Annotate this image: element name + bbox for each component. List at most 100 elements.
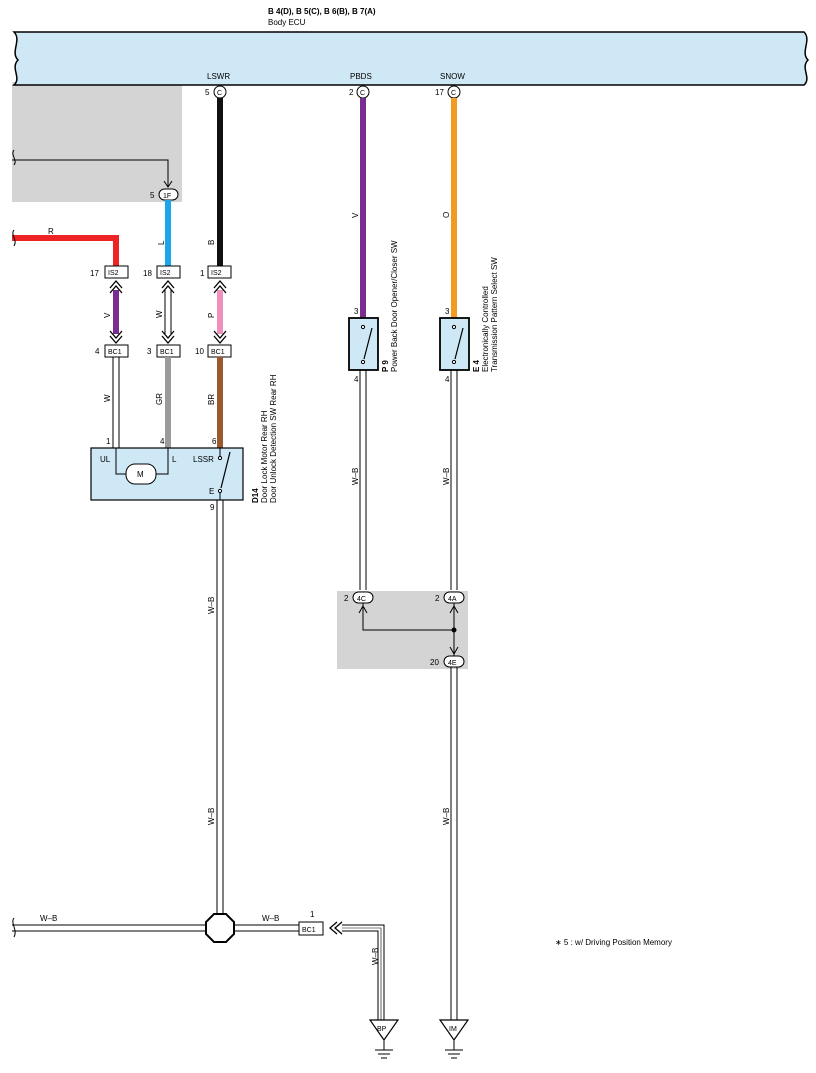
wire-br-code: BR xyxy=(207,394,216,405)
svg-text:BC1: BC1 xyxy=(160,349,174,356)
d14-label: D14 Door Lock Motor Rear RH Door Unlock … xyxy=(251,374,278,503)
svg-text:IM: IM xyxy=(449,1026,457,1033)
connector-is2-1: 1 IS2 xyxy=(200,265,232,279)
connector-arrow xyxy=(329,921,343,935)
wire-v-mid-code: V xyxy=(103,312,112,318)
connector-4a: 2 4A xyxy=(435,591,465,604)
svg-text:IS2: IS2 xyxy=(108,270,119,277)
terminal-label-pbds: PBDS xyxy=(350,72,372,81)
e4-label: E 4 Electronically Controlled Transmissi… xyxy=(472,257,499,372)
ground-bp: BP xyxy=(368,1019,400,1059)
svg-text:P 9: P 9 xyxy=(381,360,390,372)
wire-wb-im-code: W–B xyxy=(442,808,451,825)
svg-text:17: 17 xyxy=(90,269,99,278)
wire-break-symbol-wb xyxy=(12,917,16,938)
terminal-label-snow: SNOW xyxy=(440,72,465,81)
connector-arrow xyxy=(449,646,459,656)
connector-arrow xyxy=(358,604,368,614)
svg-text:Electronically Controlled: Electronically Controlled xyxy=(481,286,490,372)
connector-arrow xyxy=(213,280,227,294)
motor-symbol xyxy=(125,463,157,485)
svg-text:1F: 1F xyxy=(163,193,171,200)
svg-text:E: E xyxy=(209,487,214,496)
ecu-name-label: Body ECU xyxy=(268,18,306,27)
wire-wb-d14-code-2: W–B xyxy=(207,808,216,825)
svg-text:4: 4 xyxy=(354,375,359,384)
svg-text:6: 6 xyxy=(212,437,217,446)
svg-text:D14: D14 xyxy=(251,488,260,503)
svg-text:3: 3 xyxy=(445,307,450,316)
svg-text:C: C xyxy=(360,90,365,97)
wire-b-code: B xyxy=(207,240,216,245)
footnote: ∗ 5 : w/ Driving Position Memory xyxy=(555,938,672,947)
body-ecu-bar xyxy=(12,31,810,86)
wire-break-symbol-r xyxy=(12,229,16,247)
terminal-label-lswr: LSWR xyxy=(207,72,230,81)
svg-text:UL: UL xyxy=(100,455,111,464)
svg-text:4C: 4C xyxy=(357,596,366,603)
svg-text:2: 2 xyxy=(435,594,440,603)
svg-text:IS2: IS2 xyxy=(211,270,222,277)
svg-text:M: M xyxy=(137,470,144,479)
wire-break-symbol xyxy=(12,149,16,166)
ground-im: IM xyxy=(438,1019,470,1059)
ecu-connectors-label: B 4(D), B 5(C), B 6(B), B 7(A) xyxy=(268,7,376,16)
svg-text:20: 20 xyxy=(430,658,439,667)
svg-text:Door Unlock Detection SW Rear: Door Unlock Detection SW Rear RH xyxy=(269,374,278,503)
svg-text:C: C xyxy=(451,90,456,97)
connector-arrow xyxy=(109,280,123,294)
connector-arrow xyxy=(213,330,227,344)
junction-internal-wire xyxy=(362,603,455,656)
wire-wb-bp-code: W–B xyxy=(371,948,380,965)
connector-4c: 2 4C xyxy=(344,591,374,604)
connector-4e: 20 4E xyxy=(430,655,465,668)
svg-text:E 4: E 4 xyxy=(472,359,481,372)
connector-is2-18: 18 IS2 xyxy=(143,265,181,279)
svg-text:5: 5 xyxy=(205,88,210,97)
svg-text:1: 1 xyxy=(310,910,315,919)
svg-text:BC1: BC1 xyxy=(108,349,122,356)
wire-w-code: W xyxy=(103,394,112,402)
svg-text:9: 9 xyxy=(210,503,215,512)
svg-text:17: 17 xyxy=(435,88,444,97)
svg-text:BC1: BC1 xyxy=(211,349,225,356)
d14-component: 1 4 6 UL L LSSR E M 9 xyxy=(90,437,244,512)
svg-text:C: C xyxy=(217,90,222,97)
shaded-area-left xyxy=(12,82,182,202)
svg-text:BC1: BC1 xyxy=(302,927,316,934)
svg-text:4: 4 xyxy=(160,437,165,446)
junction-dot xyxy=(451,627,457,633)
wire-wb-bp-c xyxy=(342,927,382,1020)
wire-wb-bc1-code: W–B xyxy=(262,914,279,923)
splice-point xyxy=(205,913,235,943)
svg-text:4A: 4A xyxy=(448,596,457,603)
connector-arrow xyxy=(449,604,459,614)
wire-wb-bp-b xyxy=(342,930,379,1020)
wire-wb-p9-code: W–B xyxy=(351,468,360,485)
svg-text:18: 18 xyxy=(143,269,152,278)
svg-text:4: 4 xyxy=(445,375,450,384)
svg-text:BP: BP xyxy=(377,1026,387,1033)
ecu-terminal-snow: 17 C xyxy=(435,85,461,99)
p9-switch: 3 4 xyxy=(348,307,379,384)
connector-bc1-ground: 1 BC1 xyxy=(298,910,324,936)
svg-text:Power Back Door Opener/Closer: Power Back Door Opener/Closer SW xyxy=(390,240,399,372)
svg-text:5: 5 xyxy=(150,191,155,200)
svg-text:Door Lock Motor Rear RH: Door Lock Motor Rear RH xyxy=(260,410,269,503)
svg-text:Transmission Pattern Select SW: Transmission Pattern Select SW xyxy=(490,257,499,372)
connector-bc1-3: 3 BC1 xyxy=(147,344,181,358)
ecu-terminal-pbds: 2 C xyxy=(349,85,370,99)
connector-bc1-10: 10 BC1 xyxy=(195,344,232,358)
connector-arrow xyxy=(161,330,175,344)
svg-text:4E: 4E xyxy=(448,660,457,667)
connector-arrow xyxy=(163,180,173,188)
wire-r-red xyxy=(12,235,119,266)
svg-text:LSSR: LSSR xyxy=(193,455,214,464)
svg-text:2: 2 xyxy=(344,594,349,603)
svg-text:L: L xyxy=(172,455,177,464)
wire-r-code: R xyxy=(48,227,54,236)
svg-text:1: 1 xyxy=(106,437,111,446)
wire-wb-bp-a xyxy=(342,924,385,1020)
connector-is2-17: 17 IS2 xyxy=(90,265,129,279)
